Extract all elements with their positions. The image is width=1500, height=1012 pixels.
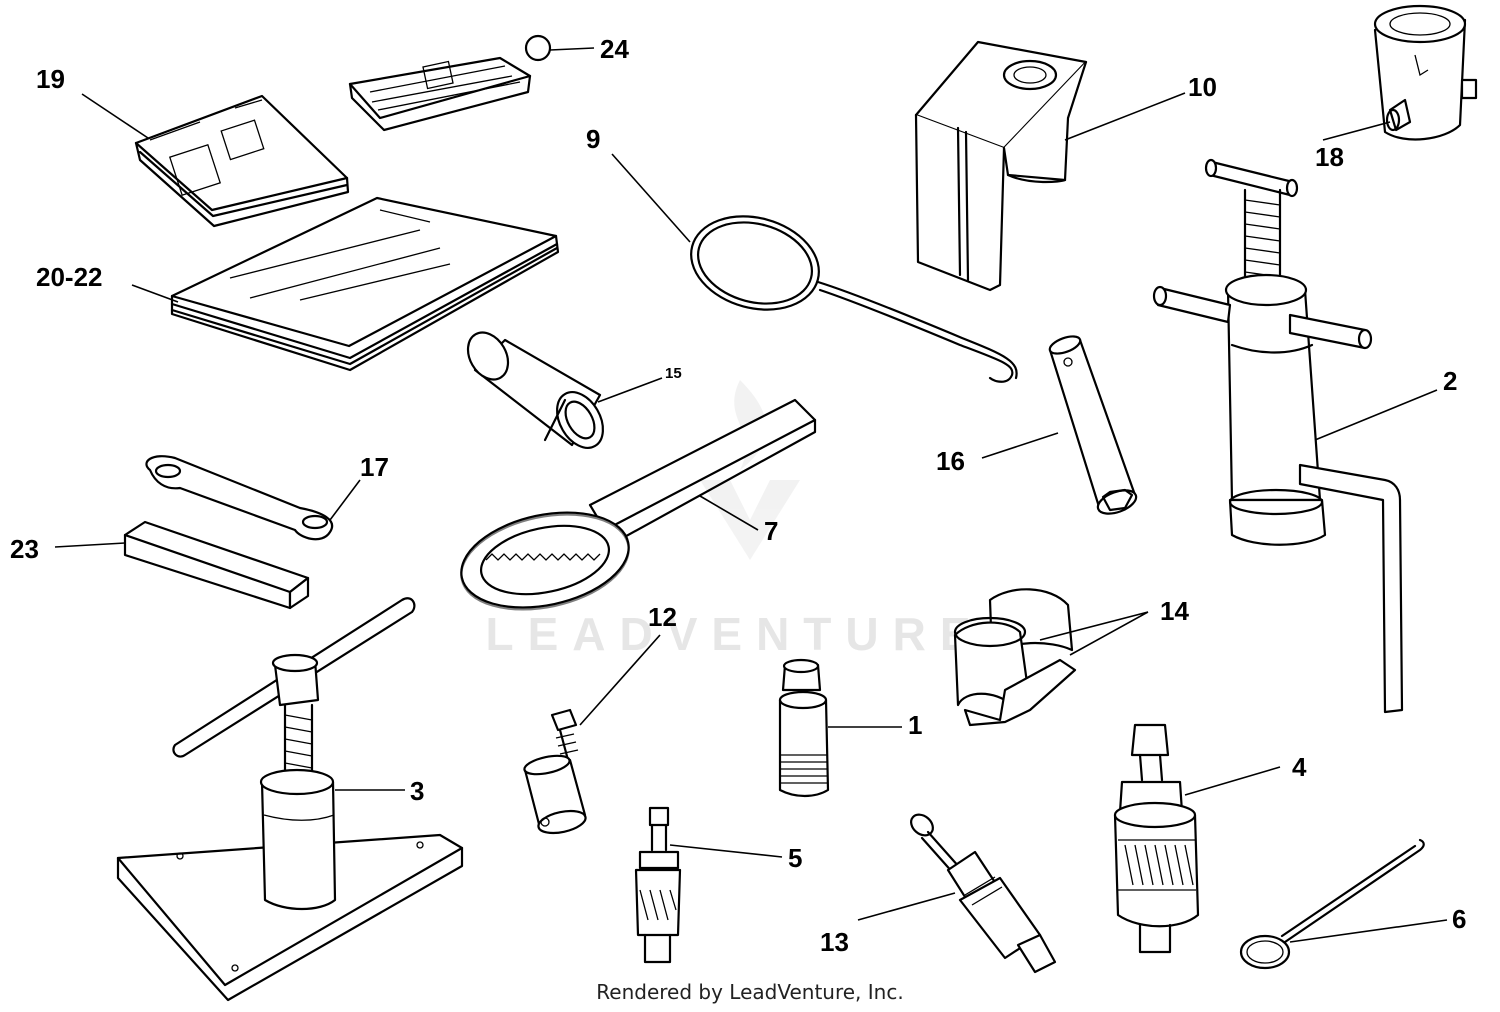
callout-6: 6: [1452, 904, 1466, 934]
part-4-knurled-puller: [1113, 723, 1200, 954]
part-6-wire-loop: [1239, 838, 1425, 970]
part-16-socket-wrench: [1048, 335, 1138, 515]
part-17-box-wrench: [145, 455, 334, 541]
callout-20-22: 20-22: [36, 262, 103, 292]
callout-23: 23: [10, 534, 39, 564]
callout-1: 1: [908, 710, 922, 740]
callout-5: 5: [788, 843, 802, 873]
part-15-socket: [466, 331, 605, 449]
callout-2: 2: [1443, 366, 1457, 396]
part-20-22-manuals: [170, 196, 560, 372]
part-7-spanner-wrench: [460, 398, 817, 611]
part-2-puller: [1152, 158, 1404, 714]
callout-9: 9: [586, 124, 600, 154]
callout-12: 12: [648, 602, 677, 632]
callout-19: 19: [36, 64, 65, 94]
part-10-bracket: [914, 40, 1088, 292]
part-19-booklet: [134, 94, 350, 228]
callout-16: 16: [936, 446, 965, 476]
callout-10: 10: [1188, 72, 1217, 102]
callout-13: 13: [820, 927, 849, 957]
part-3-press-base: [116, 597, 464, 1002]
watermark-text: LEADVENTURE: [485, 608, 984, 660]
callout-labels: 19 24 9 10 18 20-22 2 15 16 17 23 7 12 1…: [10, 34, 1466, 957]
part-14-split-collars: [953, 588, 1077, 727]
callout-3: 3: [410, 776, 424, 806]
callout-14: 14: [1160, 596, 1189, 626]
part-24-tool-pouch: [348, 34, 552, 132]
leader-lines: [54, 47, 1448, 943]
callout-17: 17: [360, 452, 389, 482]
part-12-puller-bolt: [523, 708, 587, 835]
callout-4: 4: [1292, 752, 1307, 782]
callout-7: 7: [764, 516, 778, 546]
part-18-sleeve: [1373, 4, 1478, 141]
part-9-ring-hook: [690, 215, 1018, 383]
callout-18: 18: [1315, 142, 1344, 172]
part-1-adapter: [778, 658, 830, 798]
part-23-square-bar: [123, 520, 310, 610]
part-5-small-puller: [634, 806, 682, 964]
part-13-angled-puller: [910, 813, 1057, 974]
callout-24: 24: [600, 34, 629, 64]
callout-15: 15: [665, 365, 682, 382]
footer-credit: Rendered by LeadVenture, Inc.: [596, 980, 904, 1004]
